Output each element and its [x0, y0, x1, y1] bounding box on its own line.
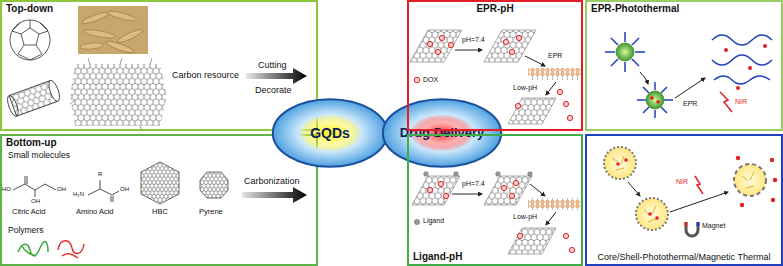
- fullerene: [10, 20, 50, 60]
- ellipse-node: Drug Delivery: [381, 97, 503, 169]
- panel-box: EPR-pH: [407, 0, 583, 131]
- panel-box: Ligand-pH: [407, 134, 583, 266]
- label-slot: Amino Acid: [76, 208, 114, 217]
- epr-photothermal-scene: [605, 32, 772, 118]
- text-label: EPR: [683, 100, 697, 108]
- label-slot: EPR: [548, 52, 562, 60]
- node-title: Bottom-up: [6, 137, 57, 149]
- label-slot: NIR: [735, 98, 747, 106]
- hbc-structure: [141, 162, 179, 204]
- label-slot: Polymers: [8, 226, 43, 236]
- text-label: Cutting: [258, 60, 287, 70]
- text-label: Citric Acid: [12, 208, 45, 217]
- node-title: Core/Shell-Photothermal/Magnetic Thermal: [598, 252, 771, 263]
- ligand-ph-scene: [412, 172, 581, 254]
- text-label: pH=7.4: [462, 36, 485, 44]
- node-title: Drug Delivery: [400, 125, 485, 141]
- polymer-icons: [18, 241, 84, 258]
- process-arrow: [246, 68, 307, 84]
- label-slot: OH: [57, 186, 66, 193]
- text-label: Amino Acid: [76, 208, 114, 217]
- rice-husk-photo: [78, 6, 148, 55]
- label-slot: Ligand: [423, 217, 444, 225]
- text-label: NIR: [735, 98, 747, 106]
- label-slot: HBC: [152, 208, 168, 217]
- label-slot: NIR: [676, 178, 688, 186]
- node-title: Top-down: [6, 3, 53, 15]
- text-label: OH: [120, 186, 129, 193]
- node-title: Ligand-pH: [413, 251, 462, 263]
- text-label: Small molecules: [8, 151, 70, 161]
- text-label: pH=7.4: [462, 180, 485, 188]
- label-slot: Magnet: [702, 222, 725, 230]
- amino-acid-structure: [88, 180, 119, 202]
- label-slot: OH: [120, 186, 129, 193]
- label-slot: Low-pH: [513, 213, 537, 221]
- node-title: EPR-Photothermal: [591, 3, 679, 15]
- label-slot: OH: [31, 198, 40, 205]
- text-label: Low-pH: [513, 84, 537, 92]
- citric-acid-structure: [13, 176, 56, 197]
- label-slot: EPR: [683, 100, 697, 108]
- label-slot: Small molecules: [8, 151, 70, 161]
- text-label: NIR: [676, 178, 688, 186]
- process-arrow: [242, 187, 307, 203]
- text-label: H₂N: [73, 191, 84, 198]
- graphene-oxide-structure: [70, 58, 167, 131]
- label-slot: Carbonization: [244, 176, 300, 186]
- label-slot: DOX: [423, 76, 438, 84]
- text-label: Ligand: [423, 217, 444, 225]
- pyrene-structure: [200, 172, 228, 198]
- label-slot: R: [98, 171, 102, 178]
- node-title: GQDs: [310, 125, 350, 142]
- label-slot: H₂N: [73, 191, 84, 198]
- core-shell-scene: [604, 147, 777, 236]
- text-label: Pyrene: [199, 208, 223, 217]
- text-label: R: [98, 171, 102, 178]
- label-slot: Cutting: [258, 60, 287, 70]
- label-slot: Carbon resource: [172, 70, 239, 80]
- text-label: HO: [2, 186, 11, 193]
- label-slot: HO: [2, 186, 11, 193]
- text-label: Low-pH: [513, 213, 537, 221]
- label-slot: pH=7.4: [462, 36, 485, 44]
- node-title: EPR-pH: [476, 3, 513, 15]
- text-label: Carbon resource: [172, 70, 239, 80]
- text-label: Polymers: [8, 226, 43, 236]
- text-label: HBC: [152, 208, 168, 217]
- text-label: Magnet: [702, 222, 725, 230]
- label-slot: Low-pH: [513, 84, 537, 92]
- label-slot: Citric Acid: [12, 208, 45, 217]
- label-slot: Decorate: [255, 85, 292, 95]
- label-slot: Pyrene: [199, 208, 223, 217]
- panel-box: EPR-Photothermal: [585, 0, 783, 131]
- text-label: Decorate: [255, 85, 292, 95]
- text-label: DOX: [423, 76, 438, 84]
- panel-box: Core/Shell-Photothermal/Magnetic Thermal: [585, 134, 783, 266]
- text-label: OH: [57, 186, 66, 193]
- text-label: OH: [31, 198, 40, 205]
- nanotube: [5, 79, 61, 117]
- text-label: Carbonization: [244, 176, 300, 186]
- text-label: EPR: [548, 52, 562, 60]
- label-slot: pH=7.4: [462, 180, 485, 188]
- ellipse-node: GQDs: [271, 97, 389, 169]
